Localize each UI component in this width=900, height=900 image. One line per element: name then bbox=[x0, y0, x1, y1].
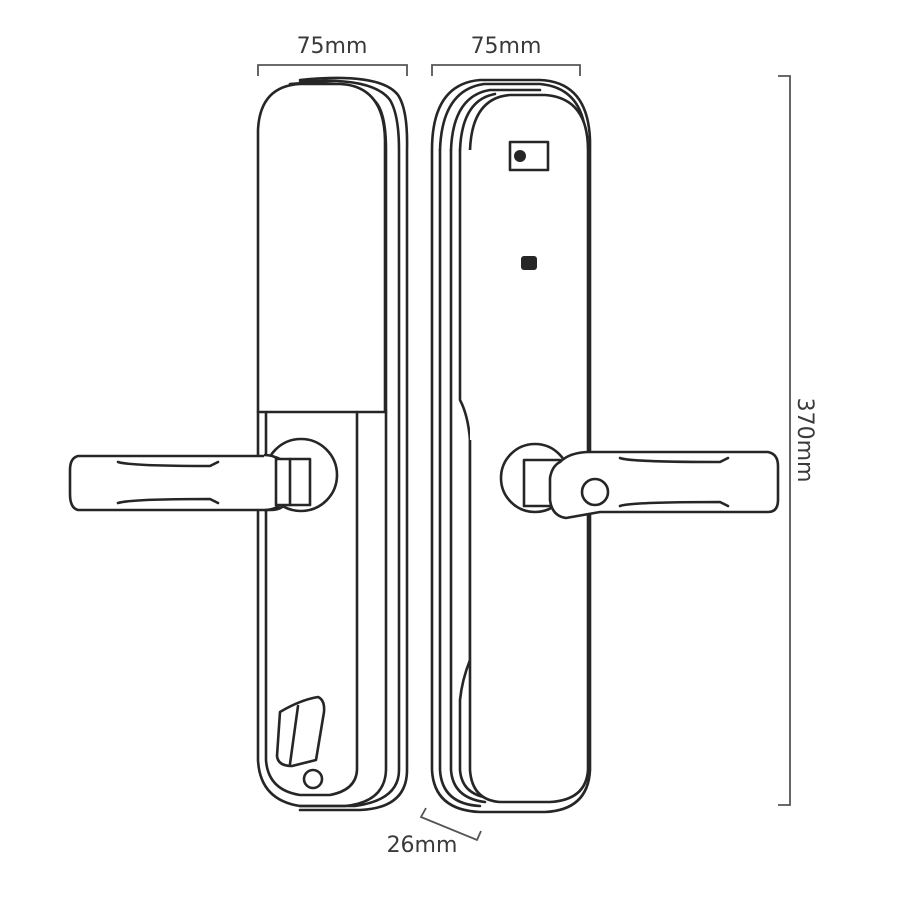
height-dimension: 370mm bbox=[778, 75, 817, 806]
key-cylinder-icon bbox=[275, 695, 326, 768]
thickness-label: 26mm bbox=[387, 833, 458, 858]
thickness-dimension: 26mm bbox=[387, 807, 482, 858]
back-lock-panel bbox=[430, 78, 780, 814]
front-width-label: 75mm bbox=[297, 34, 368, 59]
back-width-dimension: 75mm bbox=[431, 34, 581, 76]
camera-lens-icon bbox=[514, 150, 526, 162]
camera-window-icon bbox=[508, 140, 550, 172]
back-width-label: 75mm bbox=[471, 34, 542, 59]
front-handle bbox=[68, 454, 288, 512]
height-label: 370mm bbox=[792, 398, 817, 483]
fingerprint-sensor-icon bbox=[580, 477, 610, 507]
screw-icon bbox=[302, 768, 324, 790]
front-width-dimension: 75mm bbox=[257, 34, 408, 76]
front-lock-panel bbox=[68, 76, 409, 812]
sensor-icon bbox=[521, 256, 537, 270]
